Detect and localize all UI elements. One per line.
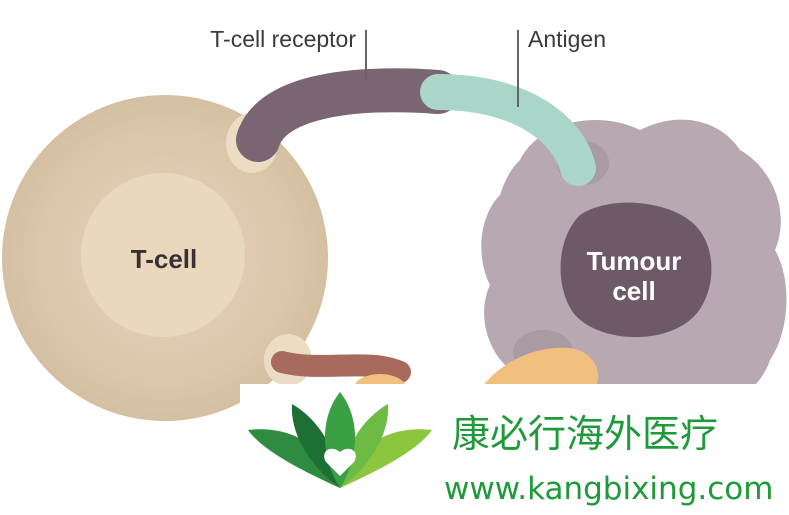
antigen-label: Antigen	[528, 26, 606, 52]
tcell-receptor-label: T-cell receptor	[210, 26, 356, 52]
watermark-brand-text: 康必行海外医疗	[452, 412, 718, 456]
watermark-url: www.kangbixing.com	[444, 471, 773, 507]
tumour-label-line2: cell	[612, 276, 655, 306]
lower-receptor-shape	[271, 351, 411, 383]
tcell-receptor-shape	[236, 68, 460, 162]
tumour-nucleus	[560, 202, 712, 338]
tcell-nucleus	[81, 173, 245, 337]
antigen-shape	[420, 74, 596, 186]
tcell-label: T-cell	[131, 244, 197, 274]
tumour-label-line1: Tumour	[587, 246, 682, 276]
lotus-logo	[248, 392, 432, 488]
lower-ligand-shape	[480, 347, 599, 395]
